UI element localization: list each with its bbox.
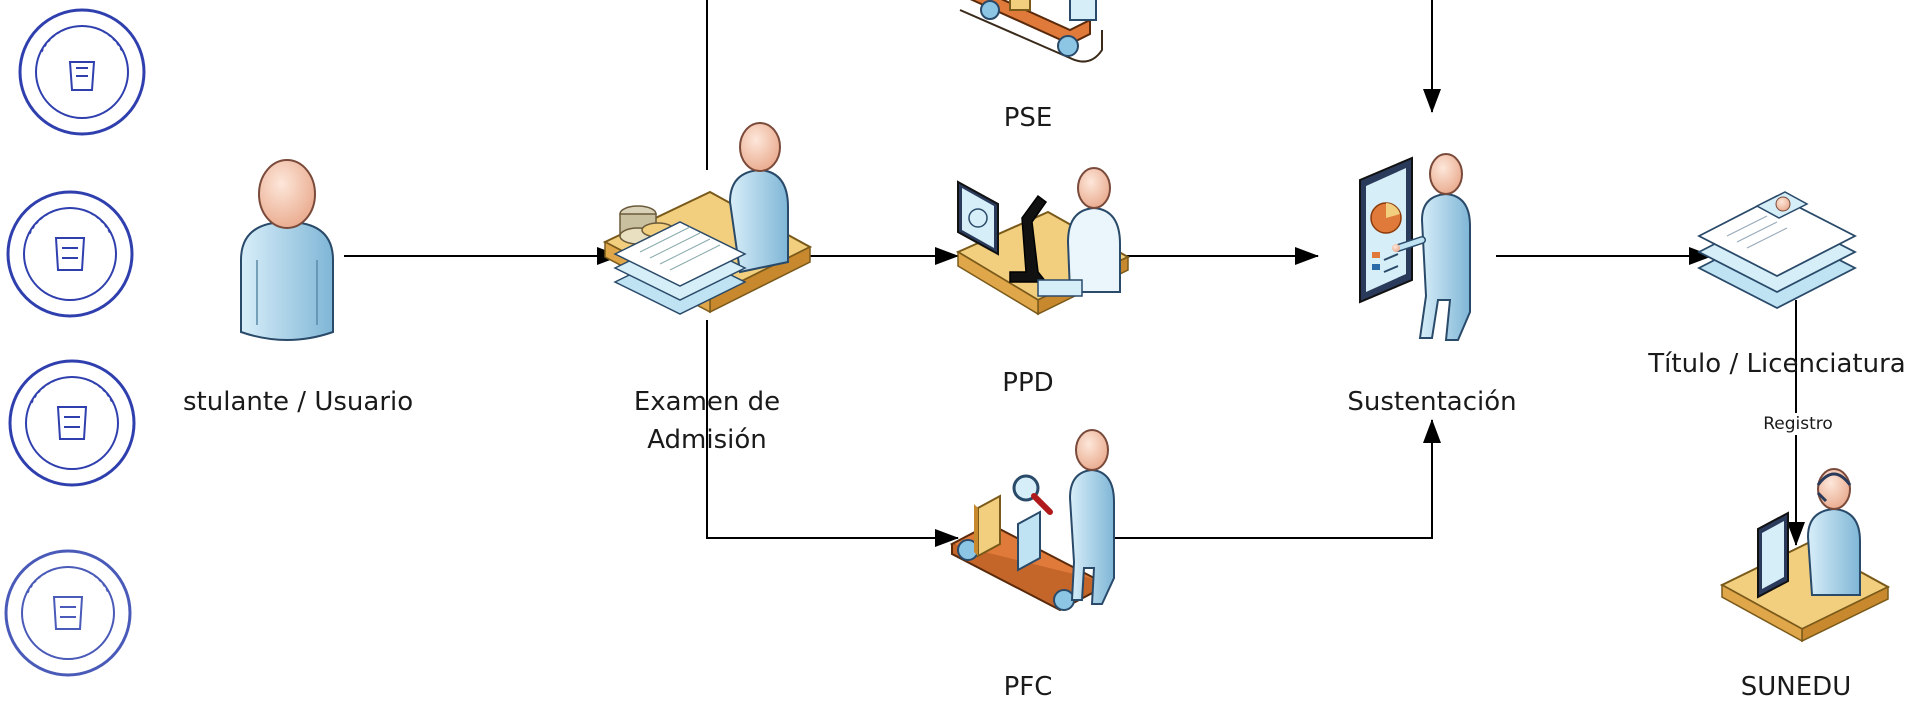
- ppd-lab-icon: [955, 167, 1131, 316]
- node-label-titulo: Título / Licenciatura: [1648, 349, 1906, 379]
- seal-direccion-general: [18, 8, 146, 136]
- user-icon: [240, 159, 334, 341]
- node-label-examen-line1: Examen de: [633, 387, 781, 417]
- node-label-ppd: PPD: [1002, 368, 1054, 398]
- seal-coordinacion-calidad: [6, 190, 134, 318]
- edge-pfc-sustentacion: [1105, 419, 1441, 539]
- pfc-conveyor-icon: [949, 429, 1115, 612]
- node-label-sunedu: SUNEDU: [1740, 672, 1852, 702]
- pse-conveyor-icon: [959, 0, 1103, 63]
- node-label-examen-line2: Admisión: [647, 425, 767, 455]
- node-label-pfc: PFC: [1003, 672, 1053, 702]
- edge-examen-pfc: [706, 320, 959, 547]
- sustentacion-presenter-icon: [1359, 153, 1471, 341]
- exam-desk-icon: [602, 122, 813, 315]
- edge-label-registro: Registro: [1750, 413, 1846, 435]
- titulo-documents-icon: [1697, 191, 1857, 310]
- node-label-sustentacion: Sustentación: [1347, 387, 1517, 417]
- node-label-estudiante: stulante / Usuario: [183, 387, 414, 417]
- sunedu-operator-icon: [1719, 468, 1891, 643]
- seal-coordinacion-academica: [4, 549, 132, 677]
- seal-jefatura-academica: [8, 359, 136, 487]
- node-label-pse: PSE: [1003, 103, 1053, 133]
